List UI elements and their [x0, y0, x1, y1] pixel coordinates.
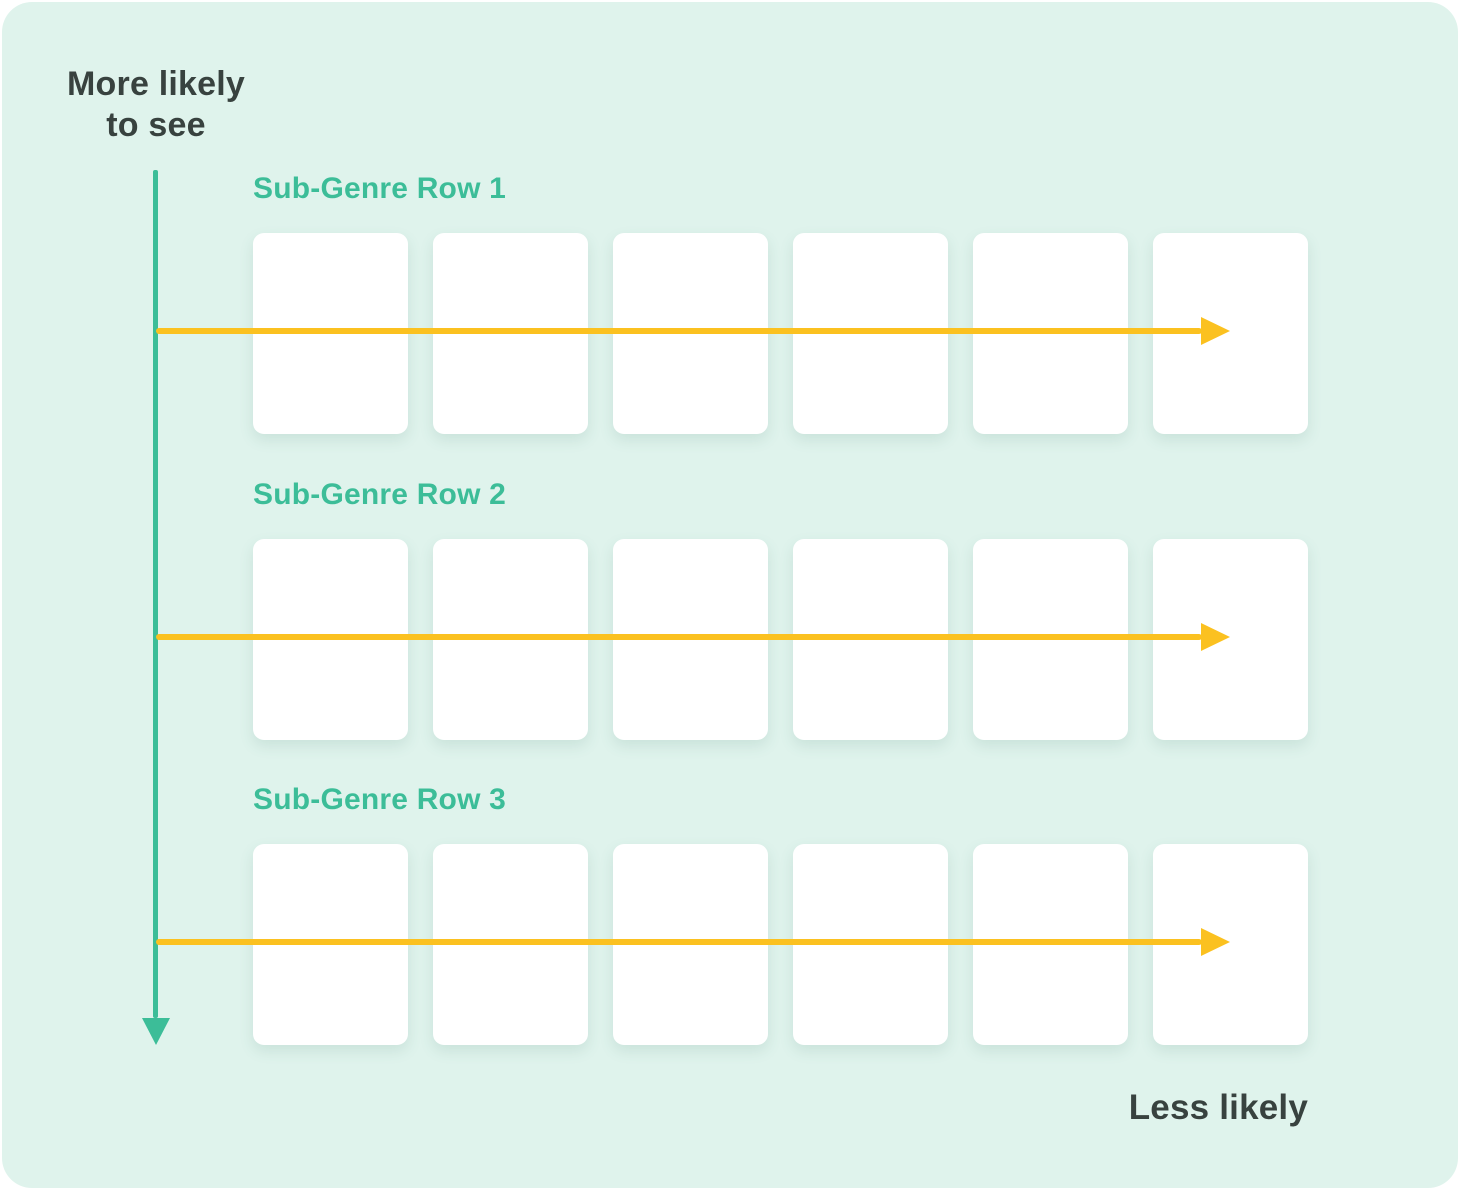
subgenre-row-1: Sub-Genre Row 1: [2, 172, 1458, 436]
vertical-axis-line: [153, 170, 158, 1018]
less-likely-label: Less likely: [1128, 1088, 1308, 1127]
subgenre-row-3: Sub-Genre Row 3: [2, 783, 1458, 1047]
arrow-right-icon: [1201, 928, 1230, 956]
row-rank-arrow-line: [156, 634, 1202, 640]
subgenre-row-2: Sub-Genre Row 2: [2, 478, 1458, 742]
arrow-down-icon: [142, 1018, 170, 1045]
more-likely-label: More likely to see: [67, 65, 245, 145]
row-rank-arrow-line: [156, 328, 1202, 334]
row-label: Sub-Genre Row 1: [253, 172, 507, 205]
row-rank-arrow-line: [156, 939, 1202, 945]
arrow-right-icon: [1201, 623, 1230, 651]
row-label: Sub-Genre Row 3: [253, 783, 507, 816]
row-label: Sub-Genre Row 2: [253, 478, 507, 511]
arrow-right-icon: [1201, 317, 1230, 345]
